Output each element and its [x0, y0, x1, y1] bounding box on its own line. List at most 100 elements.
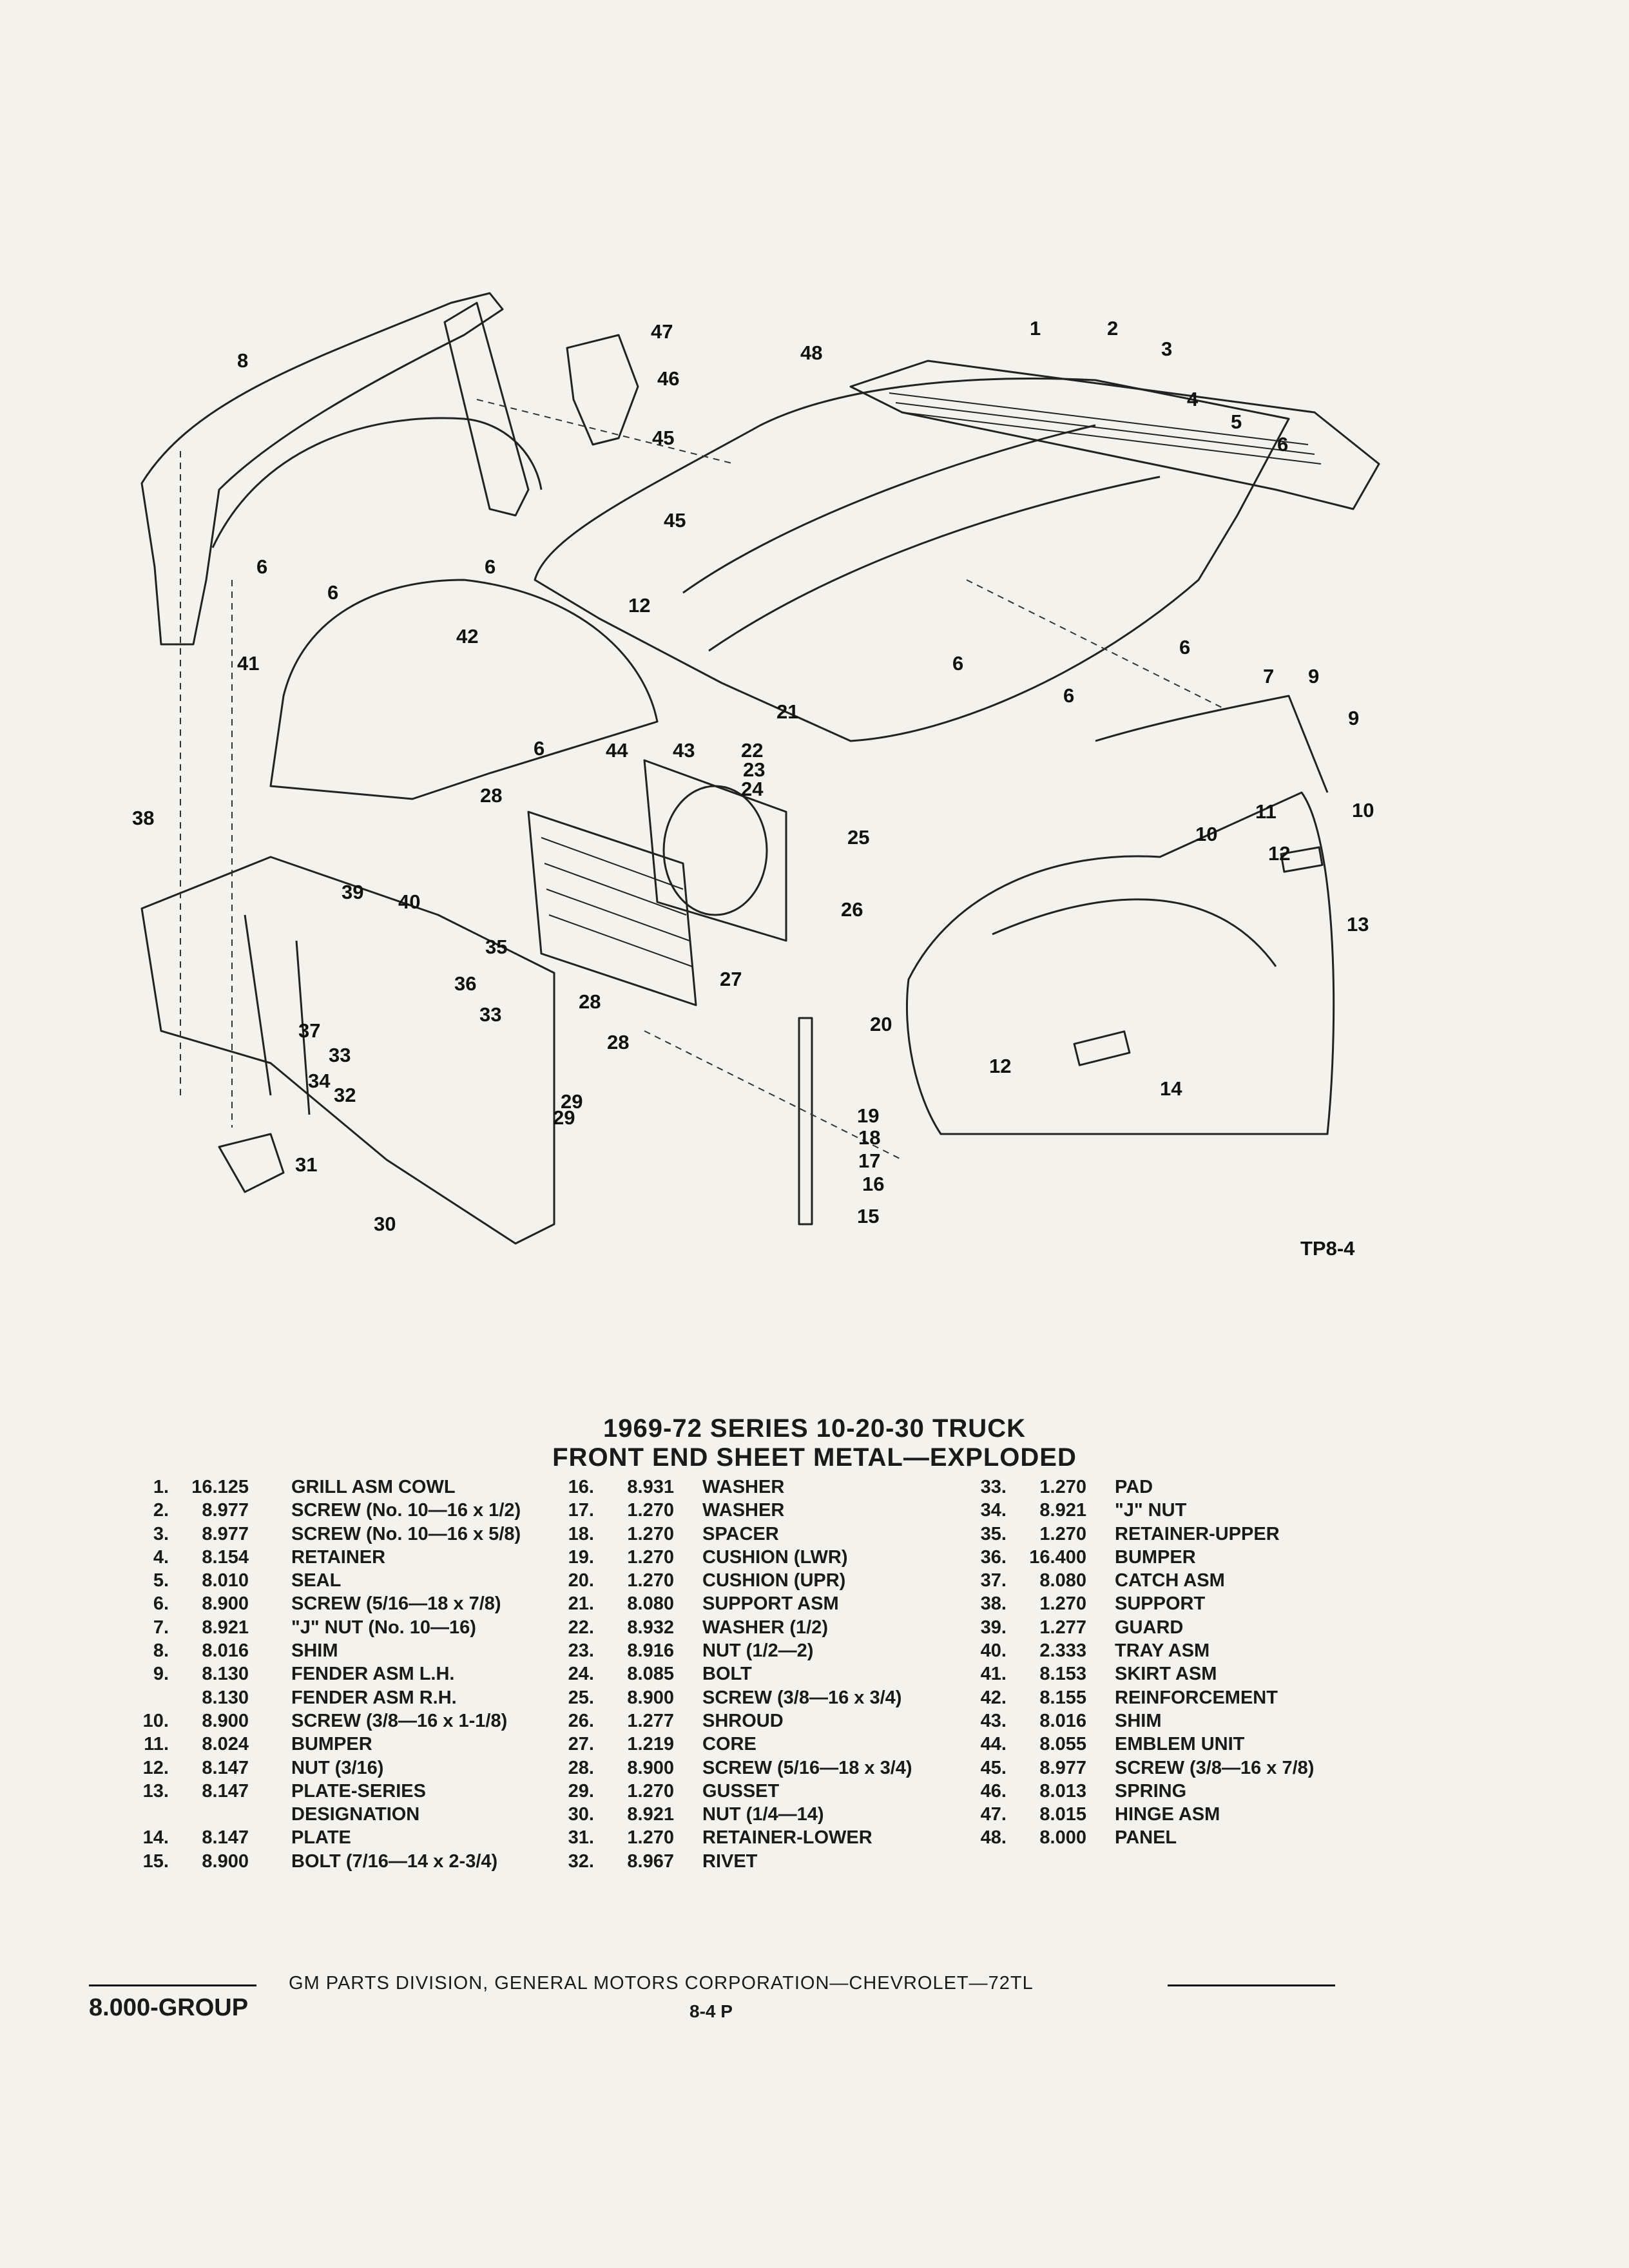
callout-28: 28 — [579, 990, 601, 1013]
part-number: 33. — [980, 1477, 1007, 1497]
dashed-assembly-lines — [180, 399, 1225, 1160]
part-number: 22. — [568, 1617, 594, 1638]
group-number: 8.000 — [1039, 1827, 1086, 1849]
cowl-grill-outline — [849, 360, 1380, 510]
group-number: 1.270 — [627, 1500, 674, 1521]
part-description: RIVET — [702, 1850, 758, 1872]
callout-9: 9 — [1308, 665, 1319, 687]
part-description: RETAINER — [291, 1546, 386, 1568]
figure-code: TP8-4 — [1300, 1237, 1355, 1260]
callout-10: 10 — [1352, 799, 1374, 822]
part-number: 26. — [568, 1710, 594, 1731]
part-number: 43. — [980, 1710, 1007, 1731]
callout-2: 2 — [1107, 317, 1118, 340]
callout-20: 20 — [870, 1013, 892, 1035]
part-description: DESIGNATION — [291, 1804, 420, 1825]
group-number: 1.270 — [627, 1827, 674, 1849]
group-number: 1.277 — [1039, 1617, 1086, 1638]
group-number: 8.154 — [202, 1546, 249, 1568]
group-number: 8.921 — [202, 1617, 249, 1638]
callout-40: 40 — [398, 890, 420, 913]
part-number: 29. — [568, 1780, 594, 1802]
part-description: SKIRT ASM — [1115, 1664, 1217, 1685]
part-number: 35. — [980, 1523, 1007, 1544]
callout-28: 28 — [607, 1031, 629, 1053]
part-description: BOLT — [702, 1664, 752, 1685]
group-number: 8.900 — [202, 1593, 249, 1615]
part-number: 41. — [980, 1664, 1007, 1685]
group-number: 8.055 — [1039, 1734, 1086, 1755]
group-number: 8.977 — [1039, 1757, 1086, 1778]
group-number: 1.270 — [1039, 1523, 1086, 1544]
callout-37: 37 — [298, 1019, 320, 1042]
group-number: 8.900 — [627, 1687, 674, 1708]
callout-6: 6 — [1179, 636, 1190, 658]
part-description: GRILL ASM COWL — [291, 1477, 456, 1497]
group-number: 8.153 — [1039, 1664, 1086, 1685]
part-description: GUARD — [1115, 1617, 1184, 1638]
callout-45: 45 — [652, 427, 674, 449]
hood-panel-outline — [534, 378, 1290, 742]
part-description: RETAINER-UPPER — [1115, 1523, 1280, 1544]
callout-3: 3 — [1161, 338, 1172, 360]
callout-18: 18 — [858, 1126, 880, 1149]
callout-39: 39 — [342, 881, 363, 903]
left-fender-wheel-opening — [211, 417, 543, 548]
hood-center-bulge — [682, 424, 1096, 594]
group-number: 8.015 — [1039, 1804, 1086, 1825]
group-number: 1.270 — [627, 1780, 674, 1802]
parts-list-row: 7.8.921"J" NUT (No. 10—16) — [129, 1617, 561, 1640]
callout-10: 10 — [1195, 823, 1217, 845]
callout-15: 15 — [857, 1205, 879, 1227]
part-description: PLATE-SERIES — [291, 1780, 426, 1802]
part-number: 14. — [142, 1827, 169, 1849]
group-number: 8.967 — [627, 1850, 674, 1872]
part-description: EMBLEM UNIT — [1115, 1734, 1245, 1755]
footer-rule-right — [1168, 1984, 1335, 1986]
callout-26: 26 — [841, 898, 863, 921]
callout-46: 46 — [657, 367, 679, 390]
callout-30: 30 — [374, 1213, 396, 1235]
hood-hinge — [566, 334, 639, 446]
hood-center-bulge-2 — [708, 476, 1161, 652]
callout-47: 47 — [651, 320, 673, 343]
callout-12: 12 — [989, 1055, 1011, 1077]
part-number: 25. — [568, 1687, 594, 1708]
parts-list-row: DESIGNATION — [129, 1804, 561, 1827]
group-number: 16.400 — [1029, 1546, 1086, 1568]
part-number: 27. — [568, 1734, 594, 1755]
part-number: 45. — [980, 1757, 1007, 1778]
part-number: 34. — [980, 1500, 1007, 1521]
part-description: NUT (1/2—2) — [702, 1640, 814, 1662]
cowl-grill-slots — [889, 392, 1322, 465]
part-description: REINFORCEMENT — [1115, 1687, 1278, 1708]
callout-25: 25 — [847, 826, 869, 849]
part-number: 15. — [142, 1850, 169, 1872]
part-description: BUMPER — [291, 1734, 372, 1755]
callout-33: 33 — [479, 1003, 501, 1026]
group-number: 8.977 — [202, 1500, 249, 1521]
part-number: 7. — [153, 1617, 169, 1638]
part-description: SHROUD — [702, 1710, 784, 1731]
part-number: 40. — [980, 1640, 1007, 1662]
group-number: 8.010 — [202, 1570, 249, 1591]
group-number: 8.900 — [202, 1710, 249, 1731]
callout-22: 22 — [741, 739, 763, 762]
